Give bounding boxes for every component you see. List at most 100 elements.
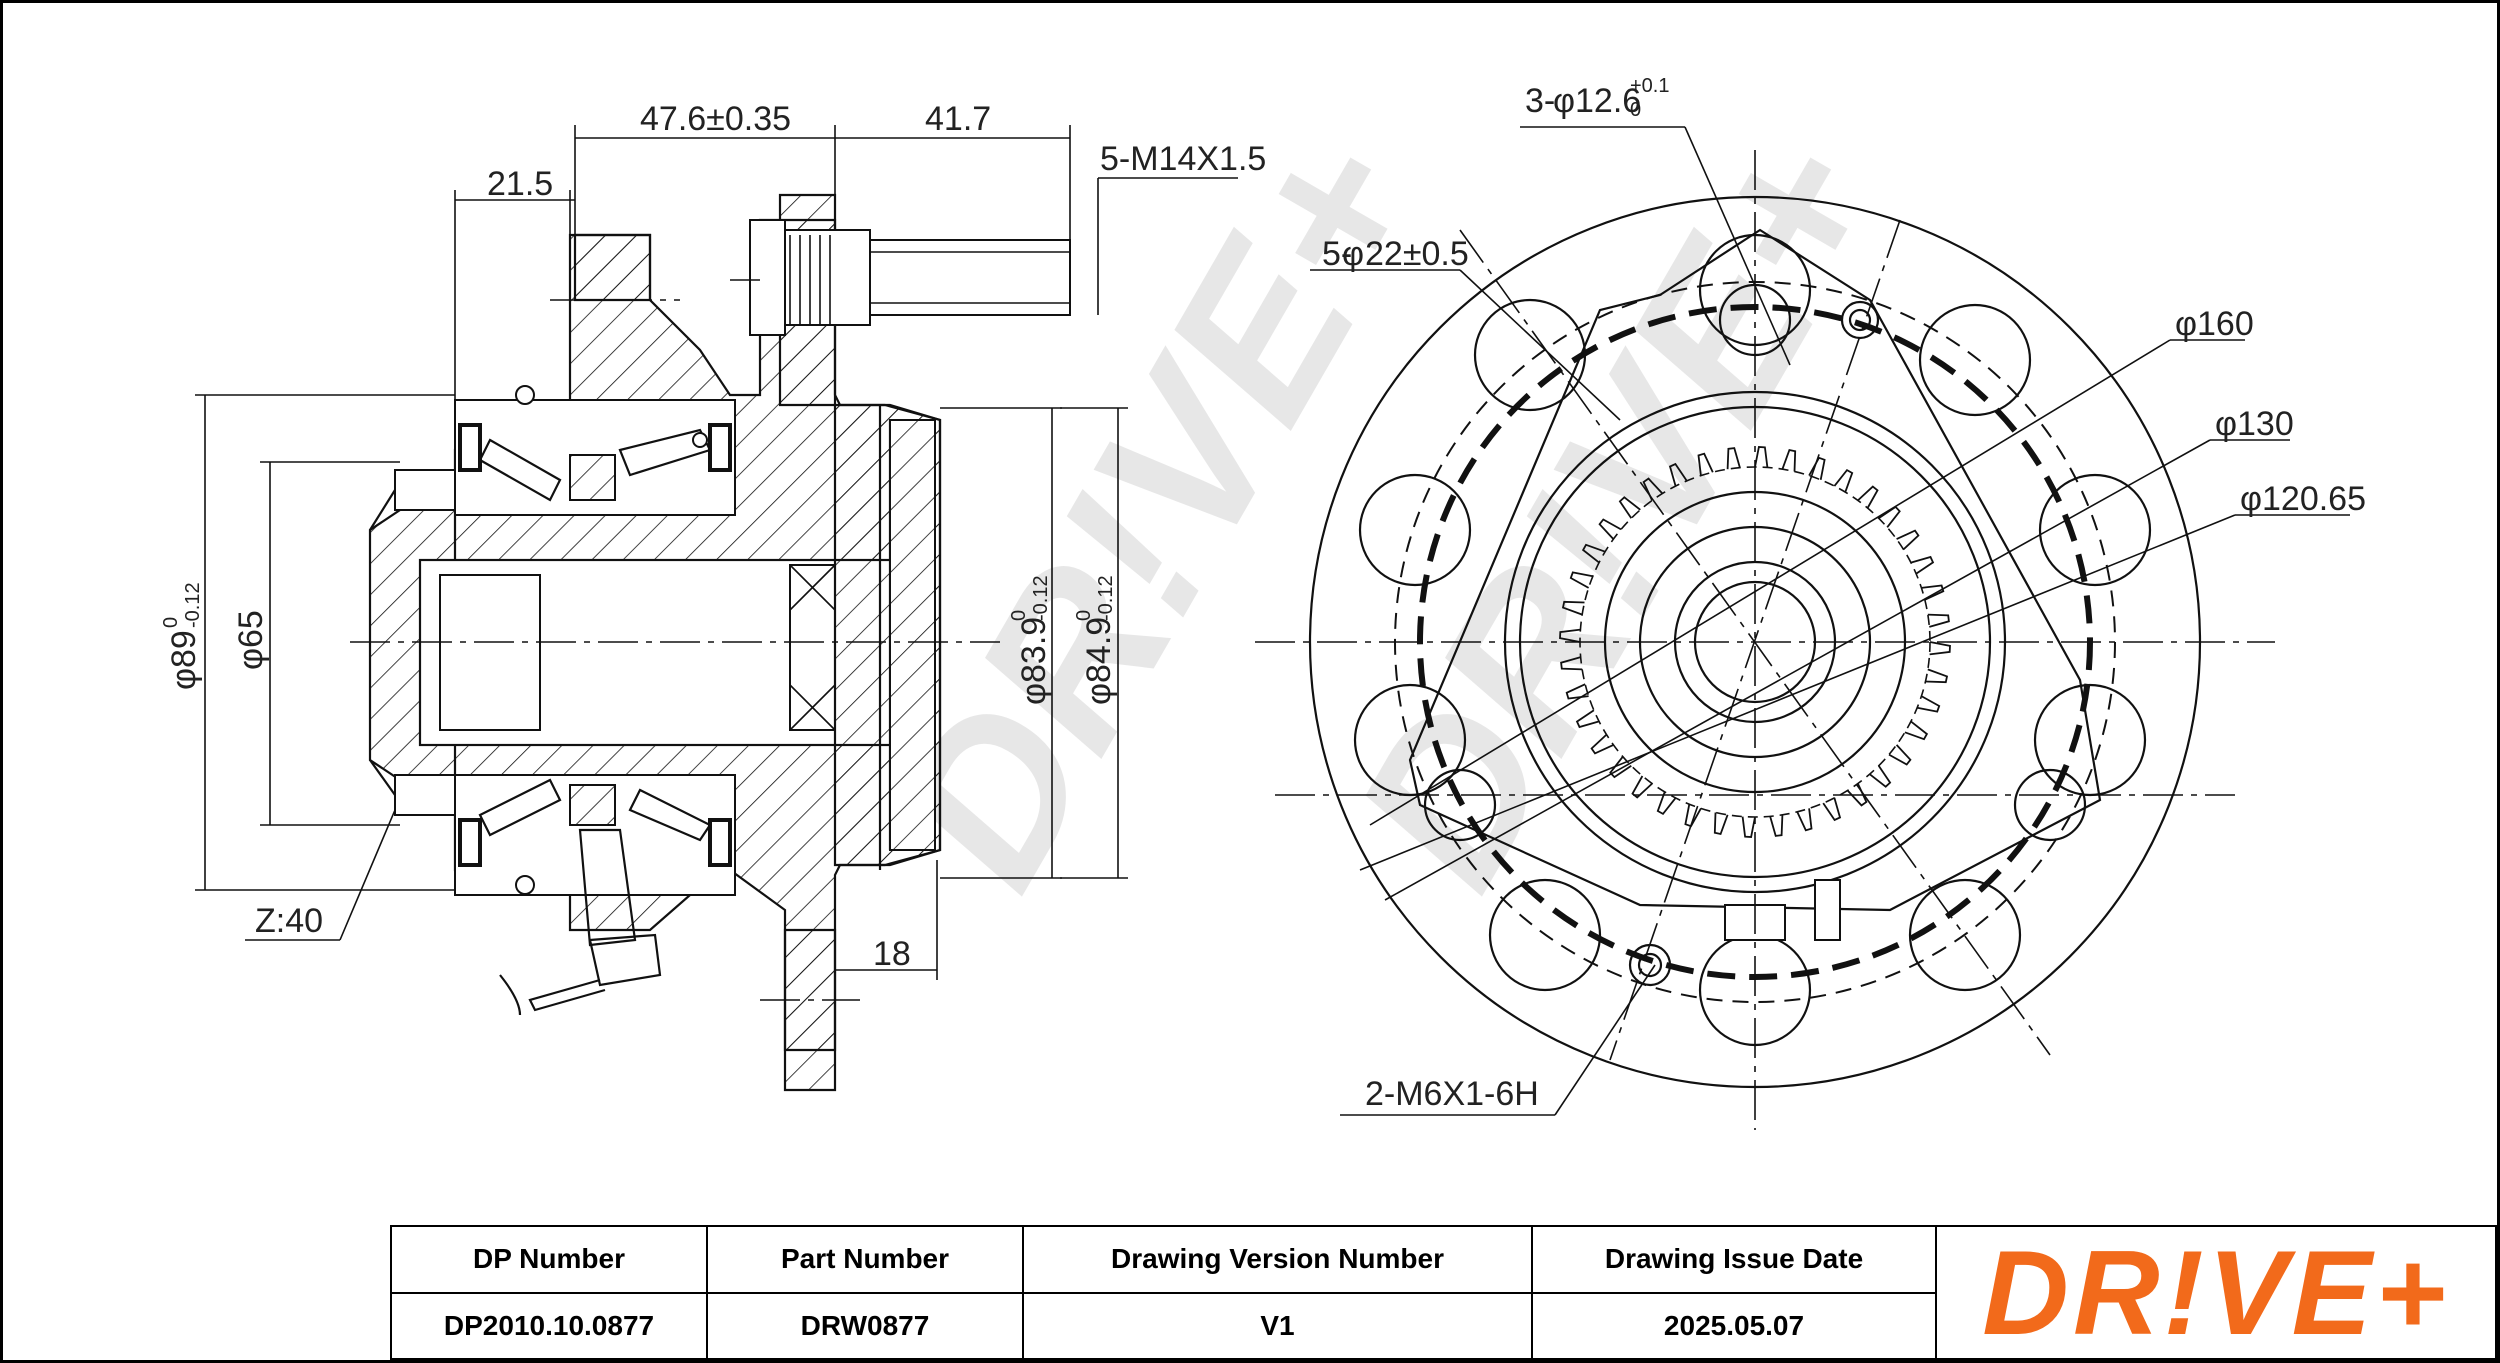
spline-tooth [1896, 529, 1920, 551]
spline-tooth [1925, 668, 1949, 684]
spline-tooth [1560, 656, 1583, 671]
tol-84-zero: 0 [1073, 610, 1095, 621]
tb-col-dp-number: DP Number DP2010.10.0877 [392, 1227, 708, 1358]
dim-hub-length: 47.6±0.35 [640, 100, 791, 138]
spline-tooth [1888, 744, 1912, 766]
label-pcd-120: φ 120.65 [2240, 480, 2366, 518]
svg-text:12.6: 12.6 [1575, 82, 1641, 120]
svg-text:φ: φ [2240, 480, 2262, 518]
tol-89-zero: 0 [160, 617, 182, 628]
spline-tooth [1822, 797, 1842, 822]
label-holes-22: 5- φ 22±0.5 [1322, 235, 1469, 273]
svg-text:22±0.5: 22±0.5 [1365, 235, 1469, 273]
spline-tooth [1741, 816, 1756, 838]
svg-text:φ: φ [1342, 235, 1364, 273]
spline-tooth [1781, 448, 1797, 472]
spline-tooth [1565, 683, 1589, 700]
dim-flange-thickness: 18 [873, 935, 911, 973]
spline-tooth [1921, 584, 1945, 601]
spline-tooth [1569, 571, 1593, 589]
dim-stud-length: 41.7 [925, 100, 991, 138]
spline-tooth [1598, 518, 1622, 540]
spline-tooth [1668, 462, 1688, 487]
dia-symbol-83: φ [1015, 683, 1053, 705]
spline-tooth [1561, 600, 1585, 616]
spline-tooth [1904, 720, 1929, 741]
tb-value-dp-number: DP2010.10.0877 [443, 1309, 655, 1341]
spline-tooth [1857, 485, 1879, 509]
svg-text:120.65: 120.65 [2262, 480, 2366, 518]
spline-tooth [1559, 628, 1581, 643]
tb-value-version: V1 [1260, 1309, 1295, 1341]
spline-tooth [1878, 505, 1901, 528]
svg-text:φ: φ [1553, 82, 1575, 120]
spline-tooth [1796, 808, 1813, 832]
svg-text:φ: φ [2175, 305, 2197, 343]
svg-text:+0.1: +0.1 [1630, 75, 1669, 97]
svg-text:160: 160 [2197, 305, 2254, 343]
brand-logo: DR!VE+ [1937, 1227, 2495, 1358]
svg-text:3-: 3- [1525, 82, 1555, 120]
label-sensor-thread: 2-M6X1-6H [1365, 1075, 1539, 1113]
dim-inner-dia-65: 65 [232, 610, 270, 648]
spline-tooth [1609, 756, 1632, 779]
upper-flange [573, 233, 652, 302]
spline-tooth [1684, 804, 1702, 828]
svg-text:φ: φ [2215, 405, 2237, 443]
spline-tooth [1833, 468, 1854, 493]
label-holes-12-6: 3- φ 12.6 +0.1 0 [1525, 75, 1669, 121]
dim-pilot-84: 84.9 [1080, 617, 1118, 683]
dia-symbol-89: φ [165, 668, 203, 690]
section-view: 21.5 47.6±0.35 41.7 5-M14X1.5 φ 89 0 -0.… [160, 100, 1266, 1092]
dim-flange-offset: 21.5 [487, 165, 553, 203]
upper-bearing [454, 385, 736, 516]
spline-tooth [1910, 555, 1935, 575]
bore-spline [439, 574, 541, 731]
tb-header-version: Drawing Version Number [1024, 1227, 1531, 1294]
spline-tooth [1575, 709, 1600, 729]
svg-text:0: 0 [1630, 99, 1641, 121]
dim-stud-thread: 5-M14X1.5 [1100, 140, 1266, 178]
spline-tooth [1726, 447, 1741, 470]
wheel-flange [749, 193, 1071, 1092]
dim-outer-dia-89: 89 [165, 630, 203, 668]
tol-89-minus: -0.12 [182, 582, 204, 628]
tb-value-issue-date: 2025.05.07 [1663, 1309, 1805, 1341]
spline-tooth [1929, 641, 1951, 656]
leader-lines [1310, 126, 2350, 1116]
spline-tooth [1590, 733, 1614, 755]
label-pcd-130: φ 130 [2215, 405, 2294, 443]
svg-text:5-: 5- [1322, 235, 1352, 273]
spline-tooth [1581, 543, 1606, 564]
mounting-bracket [1408, 228, 2102, 912]
spline-tooth [1713, 812, 1729, 836]
dia-symbol-65: φ [232, 648, 270, 670]
svg-text:130: 130 [2237, 405, 2294, 443]
tol-83-zero: 0 [1008, 610, 1030, 621]
spline-tooth [1656, 791, 1677, 816]
spline-tooth [1754, 446, 1769, 468]
tol-84-minus: -0.12 [1095, 575, 1117, 621]
brand-logo-text: DR!VE+ [1982, 1225, 2450, 1360]
dim-pilot-83: 83.9 [1015, 617, 1053, 683]
spline-tooth [1769, 814, 1784, 837]
tb-col-version: Drawing Version Number V1 [1024, 1227, 1533, 1358]
front-view: 3- φ 12.6 +0.1 0 5- φ 22±0.5 φ 160 φ 130… [1255, 75, 2366, 1130]
spline-tooth [1618, 496, 1641, 519]
label-pcd-160: φ 160 [2175, 305, 2254, 343]
spline-tooth [1631, 775, 1653, 799]
spline-teeth [1559, 446, 1951, 838]
spline-tooth [1917, 695, 1941, 713]
tb-header-dp-number: DP Number [392, 1227, 706, 1294]
tb-value-part-number: DRW0877 [800, 1309, 930, 1341]
tb-col-issue-date: Drawing Issue Date 2025.05.07 [1533, 1227, 1937, 1358]
spline-tooth [1869, 765, 1892, 788]
tb-header-part-number: Part Number [708, 1227, 1022, 1294]
spline-tooth [1927, 613, 1950, 628]
title-block: DP Number DP2010.10.0877 Part Number DRW… [390, 1225, 2497, 1360]
lower-bearing [454, 774, 736, 896]
spline-tooth [1642, 477, 1664, 501]
dia-symbol-84: φ [1080, 683, 1118, 705]
